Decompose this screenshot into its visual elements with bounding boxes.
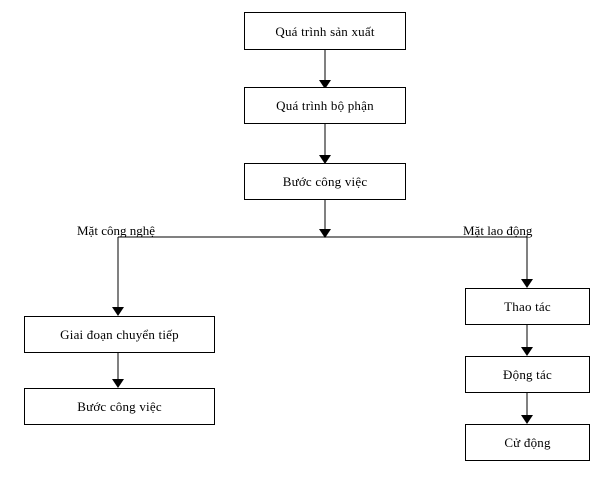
branch-label-technology-side: Mặt công nghệ <box>77 223 155 238</box>
node-transition-stage[interactable]: Giai đoạn chuyển tiếp <box>24 316 215 353</box>
node-work-step-main[interactable]: Bước công việc <box>244 163 406 200</box>
branch-label-labor-side: Mặt lao động <box>463 223 533 238</box>
node-motion[interactable]: Động tác <box>465 356 590 393</box>
connector-bus-to-transition-stage <box>112 237 124 316</box>
node-partial-process[interactable]: Quá trình bộ phận <box>244 87 406 124</box>
connector-production-to-partial <box>319 50 331 89</box>
connector-workstep-to-bus <box>319 200 331 238</box>
node-movement-label: Cử động <box>504 435 551 450</box>
connector-motion-to-movement <box>521 393 533 424</box>
node-movement[interactable]: Cử động <box>465 424 590 461</box>
connector-bus-to-operation <box>521 237 533 288</box>
node-operation-label: Thao tác <box>504 299 551 314</box>
connector-partial-to-workstep <box>319 124 331 164</box>
node-work-step-left[interactable]: Bước công việc <box>24 388 215 425</box>
connector-transition-to-workstep <box>112 353 124 388</box>
node-motion-label: Động tác <box>503 367 552 382</box>
node-transition-stage-label: Giai đoạn chuyển tiếp <box>60 327 179 342</box>
node-production-process-label: Quá trình sản xuất <box>275 23 375 39</box>
node-operation[interactable]: Thao tác <box>465 288 590 325</box>
connector-operation-to-motion <box>521 325 533 356</box>
node-production-process[interactable]: Quá trình sản xuất <box>244 12 406 50</box>
node-work-step-left-label: Bước công việc <box>77 399 162 414</box>
node-partial-process-label: Quá trình bộ phận <box>276 98 374 113</box>
node-work-step-main-label: Bước công việc <box>282 174 368 189</box>
